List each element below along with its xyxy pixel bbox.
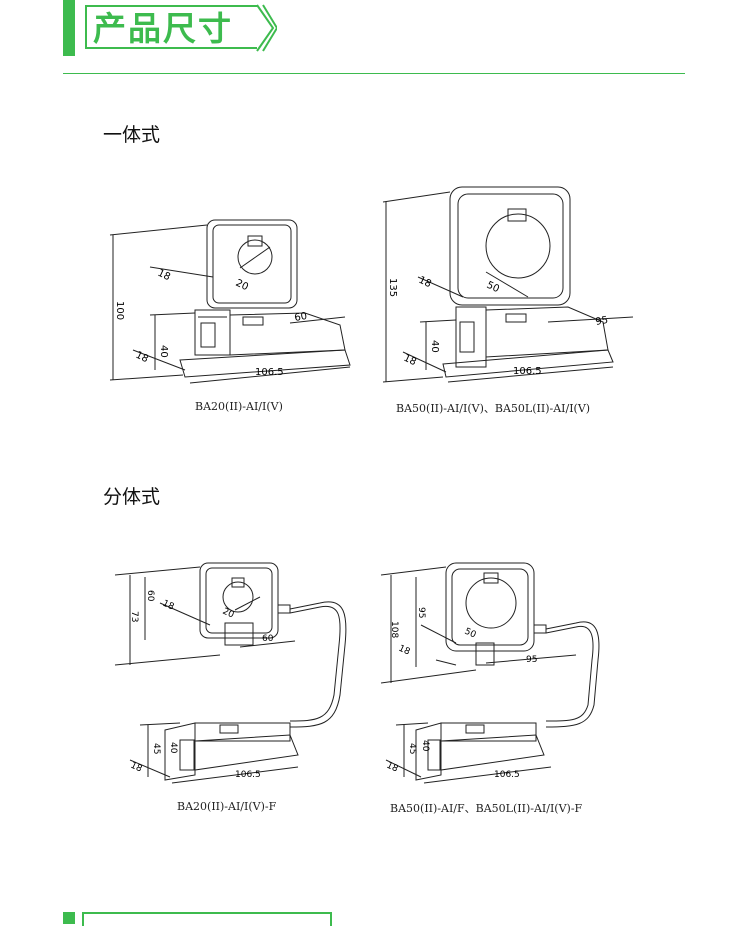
figure-ba20-split: 73 60 18 20 60 45 40 18 106.5 <box>114 562 347 784</box>
dim-base-height: 40 <box>429 340 440 353</box>
dim-offset: 18 <box>156 268 172 283</box>
caption-ba50-split: BA50(II)-AI/F、BA50L(II)-AI/I(V)-F <box>390 802 583 815</box>
dim-height: 100 <box>114 301 125 320</box>
dim-base-h1: 45 <box>151 743 161 754</box>
dim-base-offset: 18 <box>129 761 144 775</box>
caption-ba20-split: BA20(II)-AI/I(V)-F <box>177 800 277 813</box>
dim-base-offset: 18 <box>402 353 418 368</box>
dim-length: 106.5 <box>513 366 542 377</box>
caption-ba20-integrated: BA20(II)-AI/I(V) <box>195 400 283 413</box>
dim-base-offset: 18 <box>134 350 150 365</box>
dim-base-h2: 40 <box>168 742 178 754</box>
dim-depth: 95 <box>526 655 537 665</box>
dim-depth: 95 <box>595 315 609 328</box>
footer-accent-bar <box>63 912 75 924</box>
header-divider <box>63 73 685 74</box>
dim-hole: 50 <box>463 627 478 641</box>
dim-offset: 18 <box>161 599 176 613</box>
dim-base-height: 40 <box>158 345 169 358</box>
dim-hole: 50 <box>485 280 501 295</box>
dim-hole: 20 <box>234 278 250 293</box>
dim-depth: 60 <box>294 311 308 324</box>
dim-offset: 18 <box>417 275 433 290</box>
dim-inner-height: 95 <box>416 607 426 618</box>
figure-ba50-integrated: 135 40 18 18 50 95 106.5 <box>382 186 634 383</box>
dim-base-h1: 45 <box>407 743 417 754</box>
caption-ba50-integrated: BA50(II)-AI/I(V)、BA50L(II)-AI/I(V) <box>396 402 591 415</box>
footer-next-header <box>82 912 332 926</box>
dim-hole: 20 <box>221 607 236 621</box>
dim-length: 106.5 <box>494 770 520 780</box>
dim-length: 106.5 <box>235 770 261 780</box>
dim-depth: 60 <box>262 634 274 644</box>
dim-offset: 18 <box>397 644 412 658</box>
section-title-split: 分体式 <box>103 486 161 508</box>
figure-ba50-split: 108 95 18 50 95 45 40 18 106.5 <box>380 562 600 784</box>
figure-ba20-integrated: 100 40 18 18 20 60 106.5 <box>109 219 351 384</box>
dim-height: 135 <box>387 278 398 297</box>
page-title: 产品尺寸 <box>85 5 257 49</box>
header-accent-bar <box>63 0 75 56</box>
header-chevron-icon <box>256 4 277 52</box>
dim-base-offset: 18 <box>385 761 400 775</box>
dim-inner-height: 60 <box>145 590 155 602</box>
dim-height: 73 <box>129 611 139 622</box>
dim-base-h2: 40 <box>420 740 430 752</box>
dim-height: 108 <box>389 621 399 638</box>
section-title-integrated: 一体式 <box>103 124 161 146</box>
dim-length: 106.5 <box>255 367 284 378</box>
